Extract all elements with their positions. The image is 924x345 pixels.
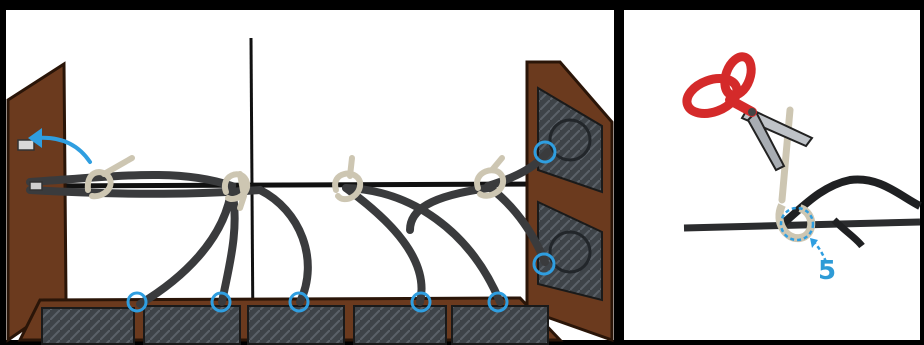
- cable-connector: [30, 182, 42, 190]
- fan-icon: [42, 308, 134, 344]
- fan-icon: [144, 306, 240, 344]
- step-number-label: 5: [818, 258, 836, 284]
- fan-icon: [354, 306, 446, 344]
- right-panel: [624, 10, 920, 340]
- cable-connector: [18, 140, 34, 150]
